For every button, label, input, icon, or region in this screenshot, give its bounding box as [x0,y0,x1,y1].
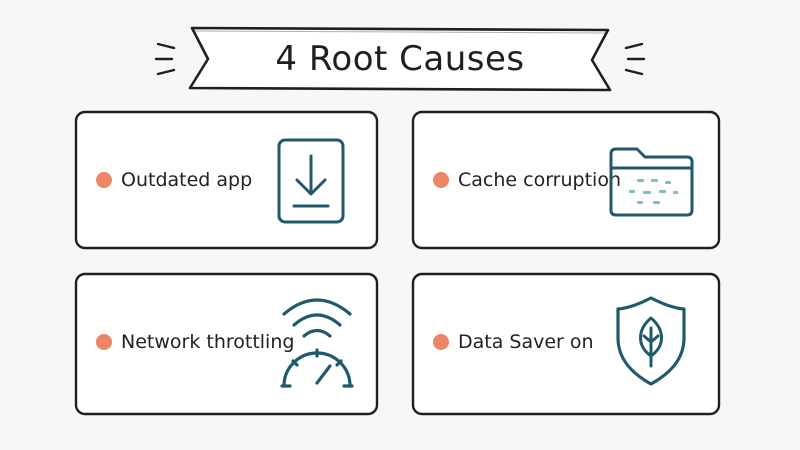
download-icon [277,138,345,224]
right-spark-icon [624,42,646,76]
card-frame [74,110,379,250]
card-frame [74,272,379,416]
bullet-dot [433,334,449,350]
cause-card-cache-corruption: Cache corruption [411,110,721,250]
leaf-icon [639,316,663,368]
wifi-speedometer-icon [280,298,354,388]
cause-card-outdated-app: Outdated app [74,110,379,250]
title-banner: 4 Root Causes [150,18,650,100]
bullet-dot [433,172,449,188]
cause-card-data-saver: Data Saver on [411,272,721,416]
page-title: 4 Root Causes [275,39,525,79]
folder-icon [609,147,694,217]
bullet-dot [96,172,112,188]
left-spark-icon [154,42,176,76]
cause-label: Network throttling [121,331,295,353]
corrupted-data-dots [629,179,678,204]
wifi-icon [282,298,352,338]
banner-ribbon-shape [154,26,646,92]
speedometer-icon [280,348,354,388]
cause-label: Cache corruption [458,169,621,191]
cause-label: Outdated app [121,169,253,191]
cause-label: Data Saver on [458,331,594,353]
bullet-dot [96,334,112,350]
cause-card-network-throttling: Network throttling [74,272,379,416]
shield-leaf-icon [616,296,686,386]
